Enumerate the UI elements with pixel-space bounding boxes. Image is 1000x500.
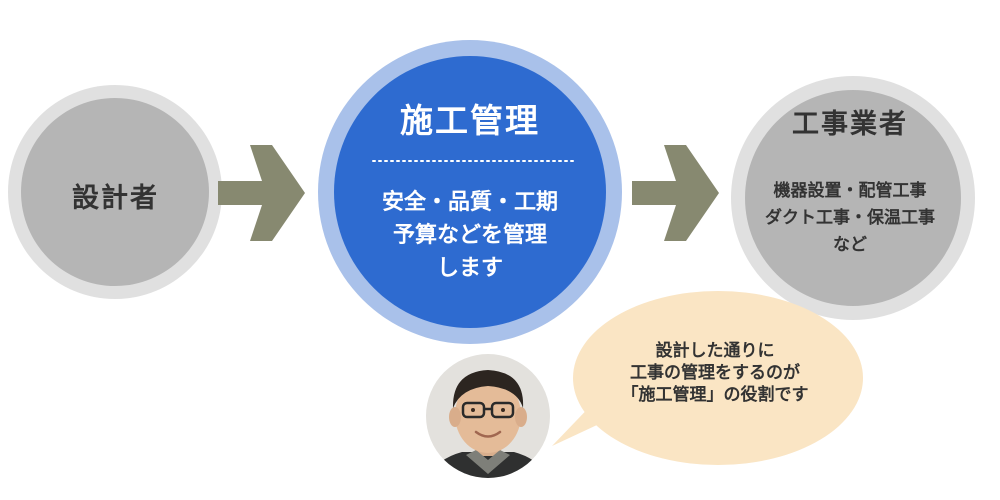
construction-management-description: 安全・品質・工期 予算などを管理 します [330, 186, 610, 285]
speech-bubble-line: 工事の管理をするのが [630, 363, 800, 383]
arrow-right-icon [632, 145, 719, 241]
avatar [422, 350, 554, 482]
designer-circle [8, 85, 222, 299]
designer-label: 設計者 [72, 183, 159, 214]
contractor-description: 機器設置・配管工事 ダクト工事・保温工事 など [730, 178, 970, 259]
contractor-description-line: など [833, 235, 867, 255]
contractor-circle-fill [745, 90, 961, 306]
speech-bubble-line: 設計した通りに [655, 341, 775, 361]
person-photo [426, 370, 550, 478]
arrow-right-icon [218, 145, 305, 241]
speech-bubble-body [573, 291, 863, 465]
speech-bubble-text: 設計した通りに 工事の管理をするのが 「施工管理」の役割です [580, 340, 850, 406]
construction-management-fill [334, 56, 606, 328]
speech-bubble [552, 291, 863, 465]
contractor-circle [731, 76, 975, 320]
construction-management-description-line: 予算などを管理 [392, 223, 547, 248]
contractor-description-line: ダクト工事・保温工事 [765, 208, 935, 228]
designer-circle-fill [21, 98, 209, 286]
contractor-description-line: 機器設置・配管工事 [773, 181, 927, 201]
contractor-title: 工事業者 [792, 109, 908, 140]
construction-management-description-line: 安全・品質・工期 [381, 190, 558, 215]
construction-management-description-line: します [436, 256, 503, 281]
speech-bubble-line: 「施工管理」の役割です [621, 385, 809, 405]
construction-management-title: 施工管理 [400, 101, 540, 140]
construction-management-circle [318, 40, 622, 344]
